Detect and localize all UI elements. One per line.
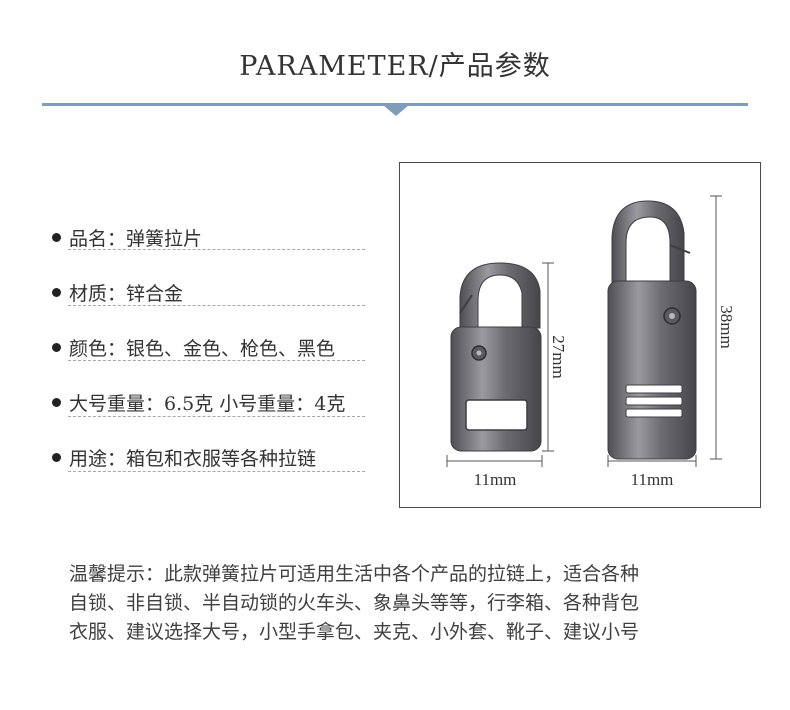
product-figure: 27mm 38mm 11mm 11mm (399, 162, 761, 508)
param-sep: ： (145, 392, 165, 415)
param-sep: ： (107, 337, 127, 360)
bullet-icon (52, 232, 61, 242)
zipper-pulls-illustration: 27mm 38mm 11mm 11mm (446, 195, 736, 489)
title-divider (42, 103, 748, 106)
tip-note-line: 自锁、非自锁、半自动锁的火车头、象鼻头等等，行李箱、各种背包 (69, 592, 640, 614)
bullet-icon (52, 287, 61, 297)
param-item-name: 品名：弹簧拉片 (52, 222, 202, 252)
small-height-label: 27mm (549, 335, 568, 378)
tip-note-line: 衣服、建议选择大号，小型手拿包、夹克、小外套、靴子、建议小号 (69, 621, 640, 643)
bullet-icon (52, 452, 61, 462)
bullet-icon (52, 342, 61, 352)
param-item-material: 材质：锌合金 (52, 277, 183, 307)
param-value: 锌合金 (126, 282, 184, 305)
param-sep: ： (107, 447, 127, 470)
param-value: 银色、金色、枪色、黑色 (126, 337, 336, 360)
param-item-usage: 用途：箱包和衣服等各种拉链 (52, 442, 316, 472)
page-title: PARAMETER/产品参数 (239, 51, 551, 82)
param-value: 弹簧拉片 (126, 227, 203, 250)
param-item-weight: 大号重量：6.5克 小号重量：4克 (52, 387, 345, 417)
dashed-underline (68, 249, 365, 250)
dashed-underline (68, 305, 365, 306)
large-width-label: 11mm (631, 470, 674, 489)
small-width-label: 11mm (474, 470, 517, 489)
large-zipper-pull (607, 200, 697, 460)
param-sep: ： (107, 227, 127, 250)
large-height-label: 38mm (717, 305, 736, 348)
param-label: 用途 (69, 447, 108, 470)
param-label: 品名 (69, 227, 108, 250)
param-value: 箱包和衣服等各种拉链 (126, 447, 317, 470)
dashed-underline (68, 416, 365, 417)
dashed-underline (68, 360, 365, 361)
param-item-color: 颜色：银色、金色、枪色、黑色 (52, 332, 335, 362)
divider-notch (383, 105, 409, 116)
param-value: 6.5克 小号重量：4克 (164, 392, 346, 415)
param-label: 颜色 (69, 337, 108, 360)
param-sep: ： (107, 282, 127, 305)
dashed-underline (68, 471, 365, 472)
tip-note-line: 温馨提示：此款弹簧拉片可适用生活中各个产品的拉链上，适合各种 (69, 563, 640, 585)
param-label: 材质 (69, 282, 108, 305)
dimension-lines (446, 195, 722, 467)
bullet-icon (52, 397, 61, 407)
param-label: 大号重量 (69, 392, 146, 415)
small-zipper-pull (450, 262, 542, 452)
tip-note: 温馨提示：此款弹簧拉片可适用生活中各个产品的拉链上，适合各种 自锁、非自锁、半自… (69, 560, 759, 647)
